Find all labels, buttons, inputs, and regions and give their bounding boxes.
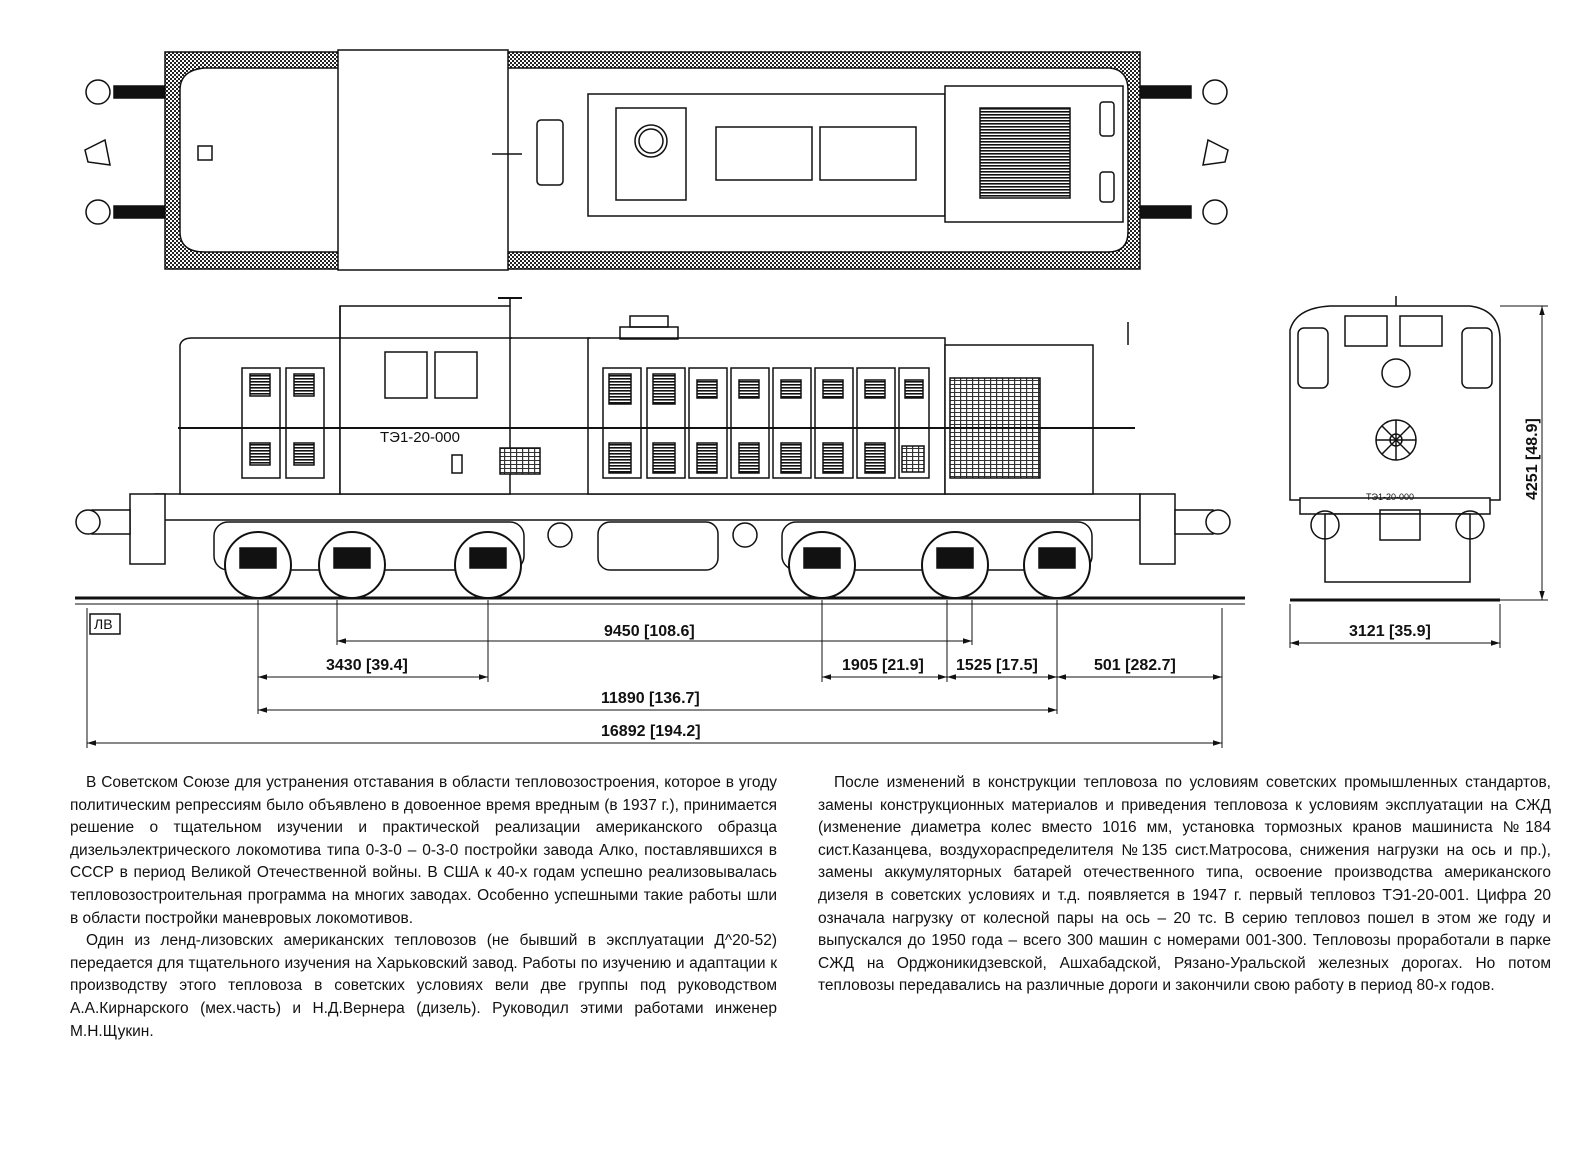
dimension-lines	[86, 305, 1548, 748]
paragraph: После изменений в конструкции тепловоза …	[818, 774, 1551, 995]
logo: ЛВ	[89, 613, 121, 635]
dimension-3430: 3430 [39.4]	[326, 657, 408, 674]
paragraph: Один из ленд-лизовских американских тепл…	[70, 932, 777, 1040]
article-column-right: После изменений в конструкции тепловоза …	[818, 772, 1551, 998]
dimension-1525: 1525 [17.5]	[956, 657, 1038, 674]
dimension-1905: 1905 [21.9]	[842, 657, 924, 674]
dimension-9450: 9450 [108.6]	[604, 623, 695, 640]
top-view	[84, 49, 1229, 271]
dimension-16892: 16892 [194.2]	[601, 723, 701, 740]
side-view	[75, 297, 1245, 605]
dimension-3121: 3121 [35.9]	[1349, 623, 1431, 640]
dimension-501: 501 [282.7]	[1094, 657, 1176, 674]
dimension-11890: 11890 [136.7]	[601, 690, 700, 707]
front-view	[1289, 296, 1501, 602]
paragraph: В Советском Союзе для устранения отстава…	[70, 774, 777, 927]
locomotive-number: ТЭ1-20-000	[380, 429, 460, 446]
article-column-left: В Советском Союзе для устранения отстава…	[70, 772, 777, 1043]
front-view-number: ТЭ1-20-000	[1366, 492, 1414, 502]
logo-text: ЛВ	[94, 616, 113, 632]
locomotive-drawing: ТЭ1-20-000 ТЭ1-20-000 ЛВ	[75, 49, 1548, 748]
dimension-4251: 4251 [48.9]	[1524, 418, 1541, 500]
